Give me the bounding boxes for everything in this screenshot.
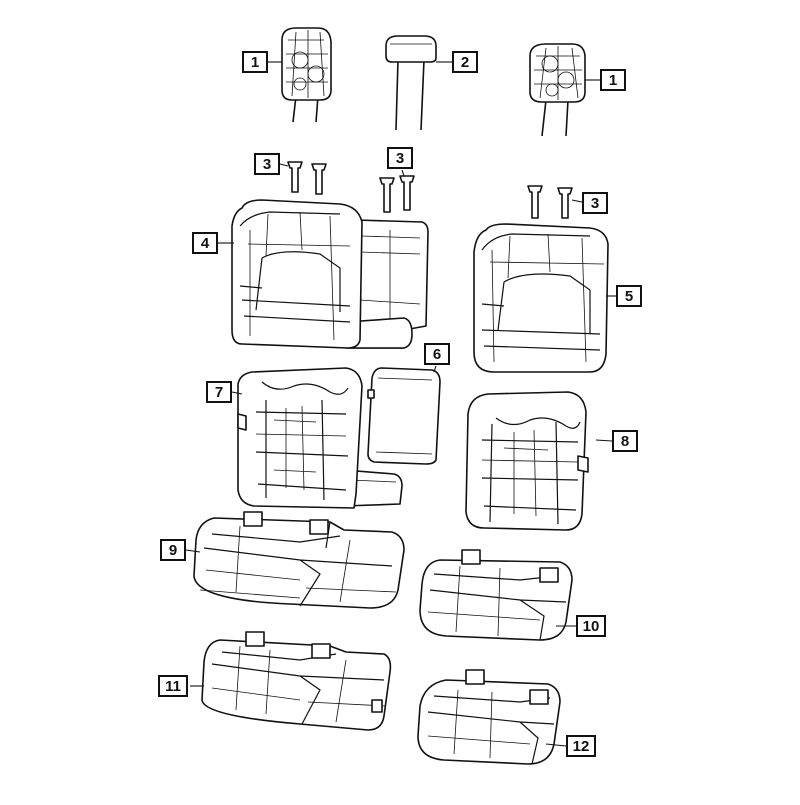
leader-line xyxy=(231,391,243,395)
callout-6-armrest: 6 xyxy=(424,343,450,365)
leader-line xyxy=(185,549,201,553)
callout-3-guides-center: 3 xyxy=(387,147,413,169)
armrest xyxy=(367,367,441,465)
headrest-center xyxy=(385,35,437,131)
callout-5-seat-back-40: 5 xyxy=(616,285,642,307)
callout-8-seat-back-frame-40: 8 xyxy=(612,430,638,452)
headrest-left xyxy=(281,27,332,123)
seat-back-frame-40-right xyxy=(465,391,589,531)
seat-back-60-40 xyxy=(231,199,429,349)
seat-cushion-frame-40-right xyxy=(417,669,561,765)
seat-back-frame-60-40 xyxy=(237,367,403,509)
callout-4-seat-back-60-40: 4 xyxy=(192,232,218,254)
seat-cushion-40-right xyxy=(419,549,573,641)
seat-back-40-right xyxy=(473,223,609,373)
callout-10-seat-cushion-40: 10 xyxy=(576,615,606,637)
headrest-guides xyxy=(287,161,573,219)
leader-line xyxy=(433,365,437,373)
callout-3-guides-right: 3 xyxy=(582,192,608,214)
leader-line xyxy=(571,199,583,203)
leader-line xyxy=(401,169,405,177)
headrest-right xyxy=(529,43,586,137)
callout-9-seat-cushion-60-40: 9 xyxy=(160,539,186,561)
leader-line xyxy=(279,163,289,167)
callout-1-headrest-left: 1 xyxy=(242,51,268,73)
callout-7-seat-back-frame-60-40: 7 xyxy=(206,381,232,403)
leader-line xyxy=(595,439,613,442)
seat-cushion-frame-60-40 xyxy=(201,631,392,731)
seat-cushion-60-40 xyxy=(193,511,405,609)
callout-11-cushion-frame-60-40: 11 xyxy=(158,675,188,697)
callout-3-guides-left: 3 xyxy=(254,153,280,175)
callout-12-cushion-frame-40: 12 xyxy=(566,735,596,757)
callout-1-headrest-right: 1 xyxy=(600,69,626,91)
callout-2-headrest-center: 2 xyxy=(452,51,478,73)
leader-line xyxy=(545,743,567,747)
